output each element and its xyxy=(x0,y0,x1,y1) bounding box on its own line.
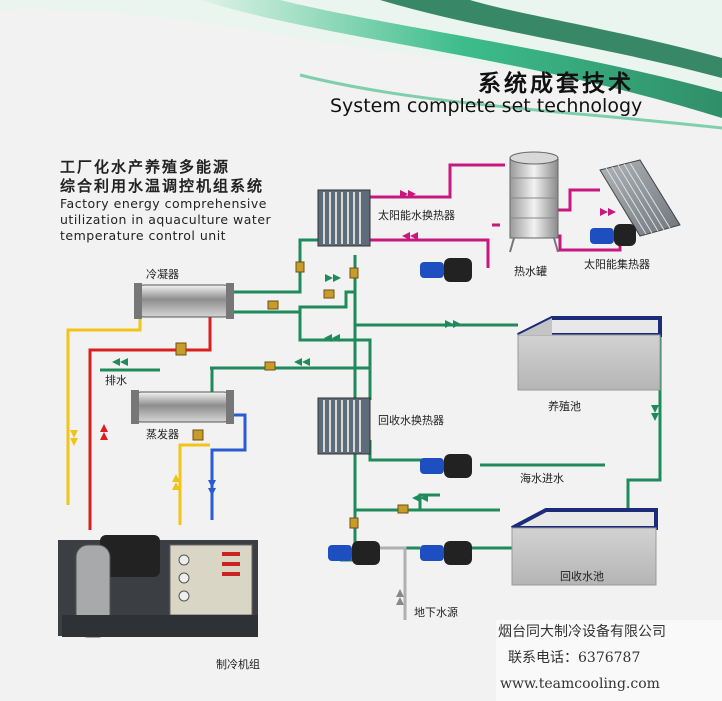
pumps xyxy=(328,224,636,565)
intro-title-cn-line2: 综合利用水温调控机组系统 xyxy=(60,177,265,195)
label-seawater-inlet: 海水进水 xyxy=(520,472,564,485)
solar-heat-exchanger xyxy=(317,189,371,247)
blue-pipes xyxy=(210,413,247,520)
flow-arrows xyxy=(70,190,659,605)
label-drain: 排水 xyxy=(105,374,127,387)
label-recovery-heat-exchanger: 回收水换热器 xyxy=(378,414,444,427)
label-hot-water-tank: 热水罐 xyxy=(514,265,547,278)
label-evaporator: 蒸发器 xyxy=(146,428,179,441)
header-title-cn: 系统成套技术 xyxy=(478,71,634,97)
valves xyxy=(175,261,409,529)
label-refrigeration-unit: 制冷机组 xyxy=(216,658,260,671)
condenser xyxy=(134,283,234,319)
intro-title-en-line3: temperature control unit xyxy=(60,228,227,243)
recovery-pool xyxy=(511,508,658,586)
recovery-heat-exchanger xyxy=(317,397,371,455)
company-info: 烟台同大制冷设备有限公司 联系电话：6376787 www.teamcoolin… xyxy=(496,620,722,701)
intro-title-en-line1: Factory energy comprehensive xyxy=(60,196,267,211)
label-culture-pool: 养殖池 xyxy=(548,400,581,413)
refrigeration-unit xyxy=(58,535,258,638)
intro-title-en-line2: utilization in aquaculture water xyxy=(60,212,272,227)
label-recovery-pool: 回收水池 xyxy=(560,570,604,583)
label-condenser: 冷凝器 xyxy=(146,268,179,281)
company-name: 烟台同大制冷设备有限公司 xyxy=(498,624,666,640)
header-banner xyxy=(0,0,722,130)
intro-title-cn-line1: 工厂化水产养殖多能源 xyxy=(60,158,231,176)
label-groundwater: 地下水源 xyxy=(414,606,458,619)
culture-pool xyxy=(517,316,662,391)
company-website[interactable]: www.teamcooling.com xyxy=(500,676,660,692)
label-solar-heat-exchanger: 太阳能水换热器 xyxy=(378,209,455,222)
evaporator xyxy=(131,390,234,424)
red-pipes xyxy=(88,300,212,530)
groundwater-pipe xyxy=(380,546,407,620)
hot-water-tank xyxy=(509,151,559,253)
label-solar-collector: 太阳能集热器 xyxy=(584,258,650,271)
solar-collector xyxy=(599,159,681,237)
header-title-en: System complete set technology xyxy=(330,95,643,117)
company-phone: 联系电话：6376787 xyxy=(508,650,641,666)
